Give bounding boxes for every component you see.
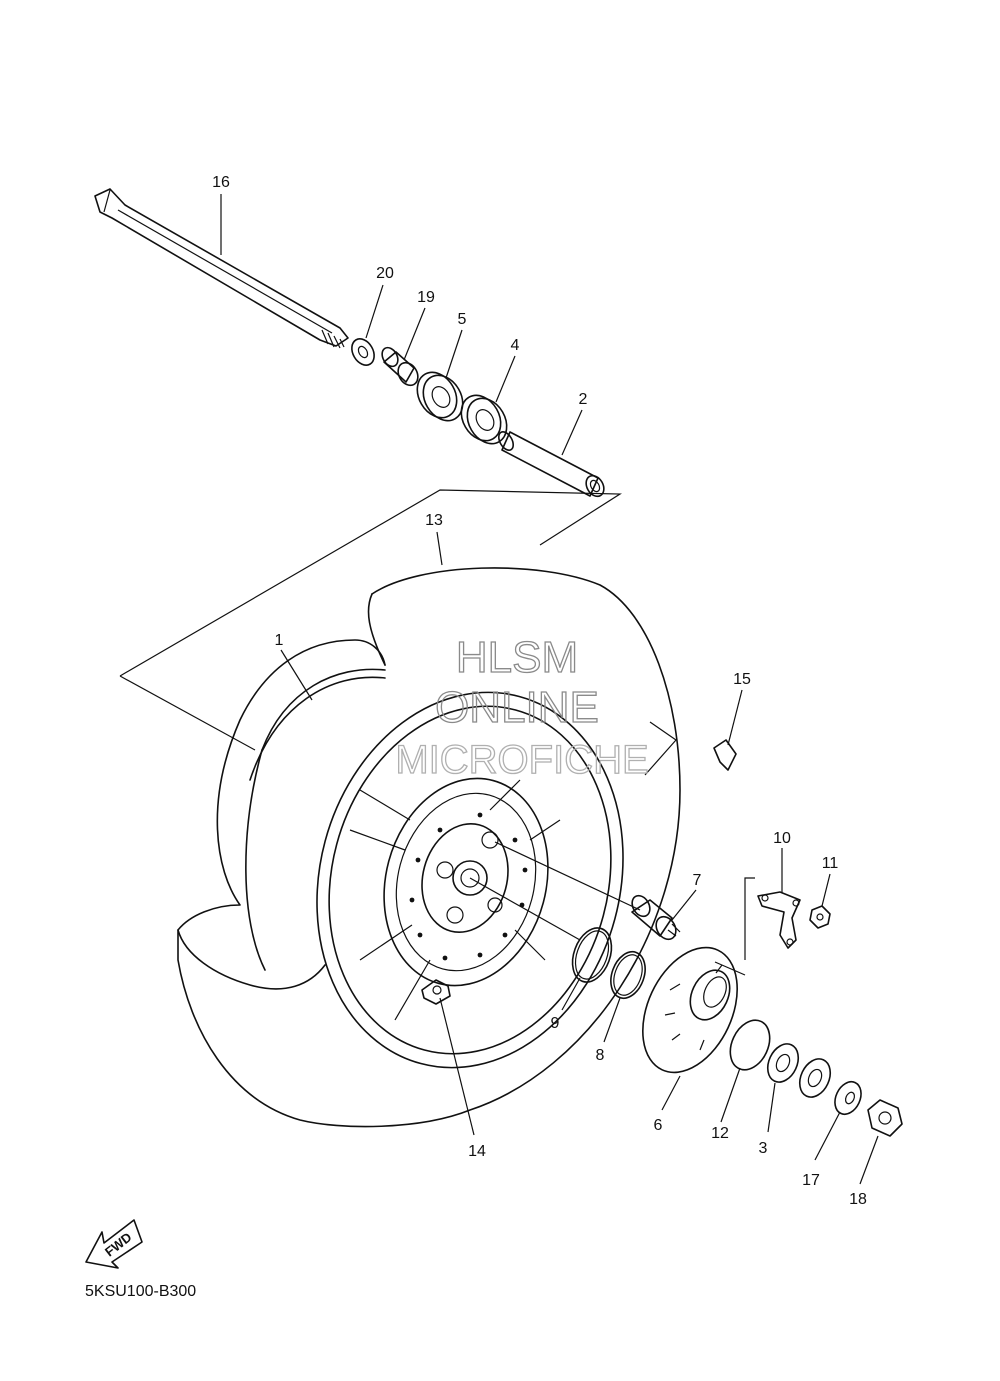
watermark-line-3: MICROFICHE [395,738,648,782]
callout-labels: 16 20 19 5 4 2 13 1 15 10 11 7 9 8 6 12 … [212,174,867,1208]
nut-part-11[interactable] [809,905,831,929]
rim-part-1[interactable] [245,658,664,1103]
fwd-label: FWD [102,1229,135,1259]
disc-bolt-holes [409,812,528,961]
tire-part-13[interactable] [177,567,681,1128]
valve-part-14[interactable] [421,979,451,1005]
callout-16[interactable]: 16 [212,174,230,191]
callout-11[interactable]: 11 [822,855,839,872]
bracket-part-10[interactable] [757,891,801,949]
sensor-rotor-part-6[interactable] [624,932,756,1087]
nut-part-18[interactable] [867,1099,903,1137]
collar-part-19[interactable] [379,345,422,389]
oil-seal-part-9[interactable] [566,923,619,988]
oil-seal-part-8[interactable] [605,947,651,1003]
callout-12[interactable]: 12 [711,1125,729,1142]
callout-17[interactable]: 17 [802,1172,820,1189]
leader-lines [220,194,879,1185]
callout-20[interactable]: 20 [376,265,394,282]
callout-4[interactable]: 4 [511,337,520,354]
callout-7[interactable]: 7 [693,872,702,889]
spacer-part-2[interactable] [496,429,608,499]
bearings-part-3[interactable] [762,1039,836,1102]
fwd-arrow: FWD [85,1219,143,1269]
washer-part-20[interactable] [347,335,378,369]
callout-2[interactable]: 2 [579,391,588,408]
watermark-line-1: HLSM [456,633,578,682]
callout-6[interactable]: 6 [654,1117,663,1134]
diagram-code: 5KSU100-B300 [85,1283,196,1300]
callout-8[interactable]: 8 [596,1047,605,1064]
clip-part-15[interactable] [713,739,737,771]
collar-part-7[interactable] [629,892,681,942]
callout-10[interactable]: 10 [773,830,791,847]
watermark: HLSM ONLINE MICROFICHE [395,632,650,782]
callout-13[interactable]: 13 [425,512,443,529]
watermark-line-2: ONLINE [435,683,599,732]
axle-part-16[interactable] [94,188,349,349]
o-ring-part-12[interactable] [723,1014,778,1076]
callout-14[interactable]: 14 [468,1143,486,1160]
callout-18[interactable]: 18 [849,1191,867,1208]
bearing-part-5[interactable] [409,365,470,428]
callout-15[interactable]: 15 [733,671,751,688]
callout-1[interactable]: 1 [275,632,284,649]
callout-19[interactable]: 19 [417,289,435,306]
callout-5[interactable]: 5 [458,311,467,328]
callout-3[interactable]: 3 [759,1140,768,1157]
explode-lines [469,721,755,976]
callout-9[interactable]: 9 [551,1015,560,1032]
washer-part-17[interactable] [830,1078,866,1119]
